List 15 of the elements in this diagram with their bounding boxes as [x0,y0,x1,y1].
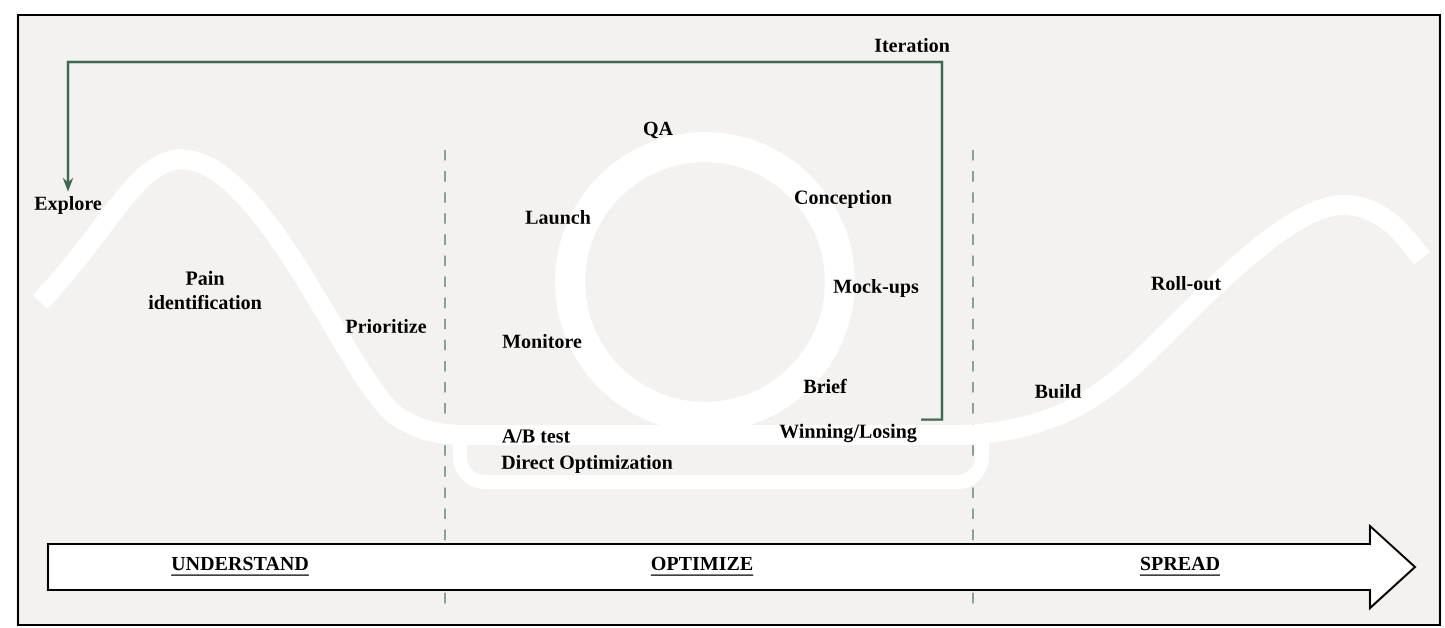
step-label: Launch [525,209,591,225]
step-label: Build [1034,383,1082,399]
step-label: QA [643,121,673,139]
step-label: Monitore [502,333,582,349]
step-label: Explore [34,195,102,215]
step-label: Roll-out [1151,275,1221,291]
step-label: Prioritize [345,318,427,334]
step-label: Winning/Losing [779,423,917,443]
edge-label: Iteration [874,37,950,53]
step-label: A/B test [502,429,571,443]
step-label: Conception [795,189,892,209]
step-label: Mock-ups [833,278,919,298]
step-label: Brief [803,378,847,394]
step-label: Direct Optimization [501,454,673,474]
step-label: Pain identification [148,270,262,310]
